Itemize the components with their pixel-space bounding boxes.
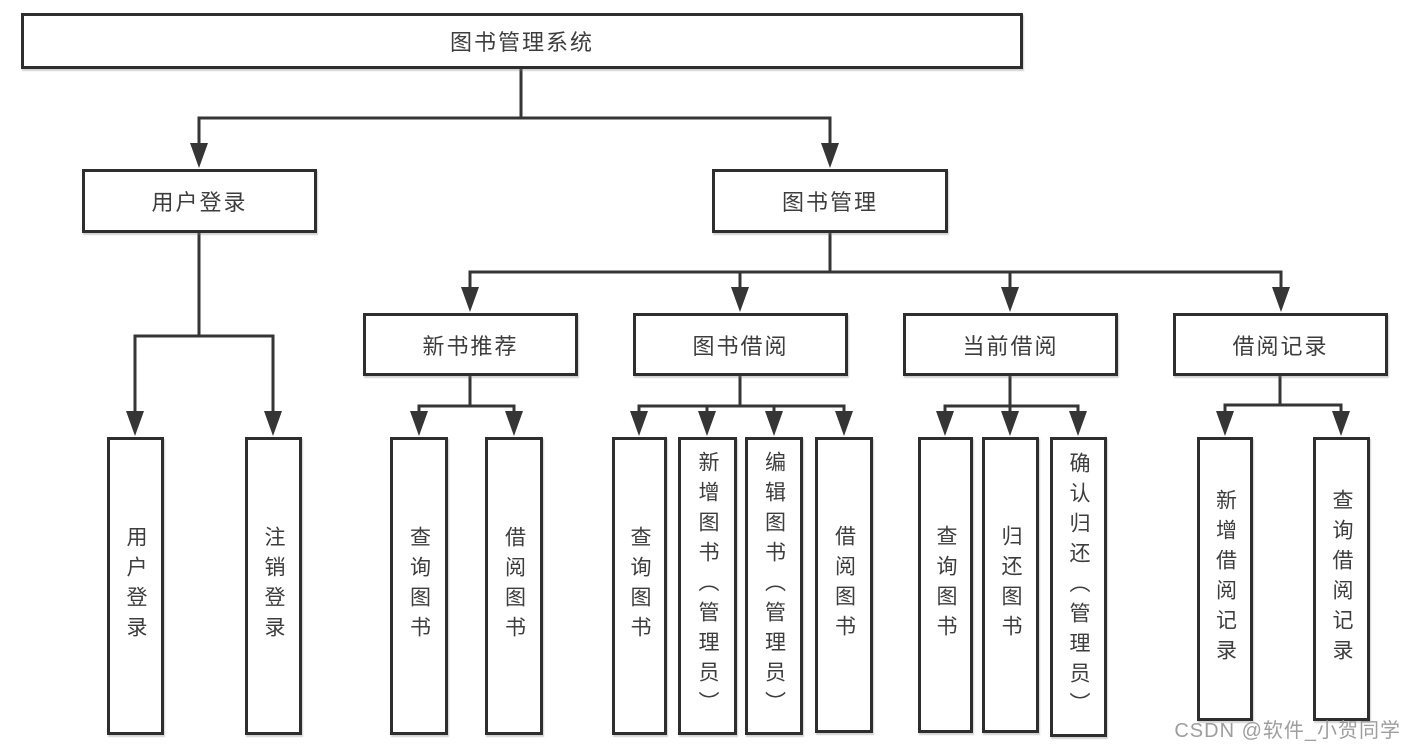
arrowhead-icon xyxy=(630,411,648,436)
node-label-bb-add-book: 新增图书（管理员） xyxy=(696,451,719,721)
node-nb-borrow-book: 借阅图书 xyxy=(485,437,543,735)
arrowhead-icon xyxy=(1001,287,1019,312)
node-borrow-records: 借阅记录 xyxy=(1173,313,1388,376)
node-nb-query-book: 查询图书 xyxy=(390,437,448,735)
node-current-borrow: 当前借阅 xyxy=(903,313,1118,376)
node-label-cb-confirm-return: 确认归还（管理员） xyxy=(1067,452,1090,722)
node-leaf-user-login: 用户登录 xyxy=(107,437,164,735)
node-label-br-query-record: 查询借阅记录 xyxy=(1330,489,1353,669)
arrowhead-icon xyxy=(765,411,783,436)
node-label-root: 图书管理系统 xyxy=(449,30,594,55)
node-label-nb-borrow-book: 借阅图书 xyxy=(502,526,526,646)
node-label-leaf-user-login: 用户登录 xyxy=(124,526,147,646)
arrowhead-icon xyxy=(1332,411,1350,436)
arrowhead-icon xyxy=(264,411,282,436)
node-book-mgmt: 图书管理 xyxy=(712,169,948,233)
arrowhead-icon xyxy=(821,143,839,168)
arrowhead-icon xyxy=(1272,287,1290,312)
arrowhead-icon xyxy=(190,143,208,168)
node-label-leaf-logout: 注销登录 xyxy=(262,526,285,646)
node-br-add-record: 新增借阅记录 xyxy=(1197,437,1253,721)
arrowhead-icon xyxy=(461,287,479,312)
node-label-cb-return-book: 归还图书 xyxy=(999,525,1022,645)
node-label-bb-borrow-book: 借阅图书 xyxy=(832,525,856,645)
arrowhead-icon xyxy=(505,411,523,436)
node-label-user-login: 用户登录 xyxy=(151,190,248,215)
node-label-cb-query-book: 查询图书 xyxy=(934,525,957,645)
node-label-nb-query-book: 查询图书 xyxy=(407,526,431,646)
node-label-book-borrow: 图书借阅 xyxy=(692,333,789,359)
arrowhead-icon xyxy=(410,411,428,436)
arrowhead-icon xyxy=(731,287,749,312)
watermark: CSDN @软件_小贺同学 xyxy=(1174,720,1401,742)
node-label-br-add-record: 新增借阅记录 xyxy=(1213,489,1237,669)
node-label-bb-edit-book: 编辑图书（管理员） xyxy=(762,451,786,721)
node-root: 图书管理系统 xyxy=(21,13,1023,69)
node-leaf-logout: 注销登录 xyxy=(245,437,302,735)
arrowhead-icon xyxy=(698,411,716,436)
node-bb-query-book: 查询图书 xyxy=(612,437,667,735)
node-label-bb-query-book: 查询图书 xyxy=(628,526,651,646)
node-new-book-recommend: 新书推荐 xyxy=(363,313,578,376)
node-bb-add-book: 新增图书（管理员） xyxy=(678,437,737,735)
node-user-login: 用户登录 xyxy=(82,169,317,233)
node-label-new-book-recommend: 新书推荐 xyxy=(422,333,519,359)
node-bb-borrow-book: 借阅图书 xyxy=(815,437,873,733)
node-label-borrow-records: 借阅记录 xyxy=(1232,333,1329,359)
arrowhead-icon xyxy=(1001,411,1019,436)
node-br-query-record: 查询借阅记录 xyxy=(1313,437,1370,721)
arrowhead-icon xyxy=(1216,411,1234,436)
arrowhead-icon xyxy=(835,411,853,436)
node-label-current-borrow: 当前借阅 xyxy=(962,333,1059,359)
node-bb-edit-book: 编辑图书（管理员） xyxy=(745,437,803,735)
arrowhead-icon xyxy=(1069,411,1087,436)
arrowhead-icon xyxy=(126,411,144,436)
node-label-book-mgmt: 图书管理 xyxy=(781,190,878,215)
node-cb-query-book: 查询图书 xyxy=(918,437,973,733)
node-cb-confirm-return: 确认归还（管理员） xyxy=(1050,437,1107,737)
node-book-borrow: 图书借阅 xyxy=(633,313,848,376)
arrowhead-icon xyxy=(936,411,954,436)
node-cb-return-book: 归还图书 xyxy=(982,437,1039,733)
